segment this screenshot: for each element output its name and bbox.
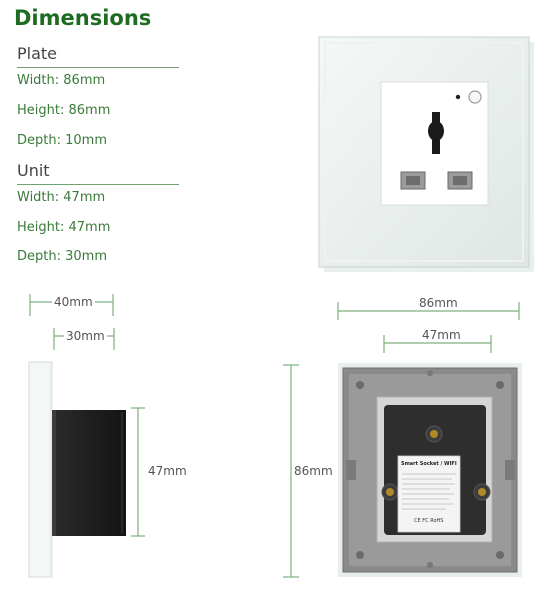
- back-plate-width-label: 86mm: [419, 296, 458, 310]
- front-view: [318, 36, 534, 272]
- page-title: Dimensions: [14, 6, 152, 30]
- back-unit-width-label: 47mm: [422, 328, 461, 342]
- unit-section-title: Unit: [17, 161, 50, 180]
- unit-divider: [17, 184, 179, 185]
- back-view: [283, 302, 522, 578]
- plate-height: Height: 86mm: [17, 103, 111, 118]
- unit-height: Height: 47mm: [17, 220, 111, 235]
- unit-width: Width: 47mm: [17, 190, 106, 205]
- unit-depth: Depth: 30mm: [17, 249, 107, 264]
- plate-divider: [17, 67, 179, 68]
- side-plate: [28, 361, 53, 578]
- side-unit-depth-label: 30mm: [64, 329, 107, 343]
- side-height-label: 47mm: [148, 464, 187, 478]
- product-label-marks: CE FC RoHS: [414, 518, 444, 524]
- led-indicator: [455, 94, 461, 100]
- side-unit-body: [52, 410, 126, 536]
- side-view: [28, 294, 145, 578]
- plate-section-title: Plate: [17, 44, 58, 63]
- side-total-depth-label: 40mm: [52, 295, 95, 309]
- socket-pin-top: [432, 112, 440, 124]
- back-plate-height-label: 86mm: [292, 464, 335, 478]
- product-label-title: Smart Socket / WIFI: [401, 461, 457, 467]
- power-button-icon: [468, 90, 482, 104]
- plate-width: Width: 86mm: [17, 73, 106, 88]
- plate-depth: Depth: 10mm: [17, 133, 107, 148]
